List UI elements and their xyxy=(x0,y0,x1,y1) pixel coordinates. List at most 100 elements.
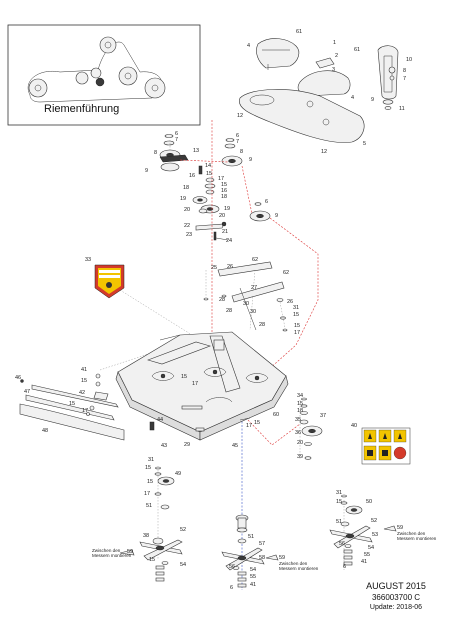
belt-routing-inset: Riemenführung xyxy=(7,24,201,126)
spindle-hardware-right xyxy=(299,397,323,460)
part-label-6b: 6 xyxy=(236,133,239,139)
idler-pulley-9 xyxy=(249,202,271,222)
part-label-41c: 41 xyxy=(361,559,367,565)
part-label-18c: 18 xyxy=(297,408,303,414)
part-label-8a: 8 xyxy=(403,68,406,74)
part-label-37: 37 xyxy=(320,413,326,419)
part-label-1: 1 xyxy=(333,40,336,46)
part-label-6e: 6 xyxy=(343,564,346,570)
part-label-9c: 9 xyxy=(249,157,252,163)
part-label-56b: 56 xyxy=(339,541,345,547)
part-label-53: 53 xyxy=(372,532,378,538)
spindle-center xyxy=(235,514,249,544)
part-label-12b: 12 xyxy=(321,149,327,155)
part-label-57: 57 xyxy=(259,541,265,547)
part-label-52a: 52 xyxy=(180,527,186,533)
side-rails xyxy=(19,373,125,441)
part-label-9b: 9 xyxy=(145,168,148,174)
part-label-23: 23 xyxy=(186,232,192,238)
spacer-59-left xyxy=(119,549,135,556)
warning-decal-33 xyxy=(94,264,125,299)
belt-covers xyxy=(239,38,399,143)
blade-set-left xyxy=(139,539,183,582)
spindle-left xyxy=(152,466,175,545)
part-label-50: 50 xyxy=(366,499,372,505)
part-label-8c: 8 xyxy=(240,149,243,155)
part-label-15i: 15 xyxy=(297,401,303,407)
part-label-35: 35 xyxy=(295,417,301,423)
part-label-13: 13 xyxy=(193,148,199,154)
part-label-18b: 18 xyxy=(221,194,227,200)
part-label-27: 27 xyxy=(251,285,257,291)
part-label-59c: 59 xyxy=(397,525,403,531)
mower-deck xyxy=(115,331,289,441)
part-label-33: 33 xyxy=(85,257,91,263)
part-label-31a: 31 xyxy=(293,305,299,311)
part-label-17d: 17 xyxy=(192,381,198,387)
part-label-44: 44 xyxy=(157,417,163,423)
part-label-20b: 20 xyxy=(219,213,225,219)
part-label-49: 49 xyxy=(175,471,181,477)
part-label-9a: 9 xyxy=(371,97,374,103)
part-label-45: 45 xyxy=(232,443,238,449)
part-label-15d: 15 xyxy=(294,323,300,329)
part-label-28b: 28 xyxy=(226,308,232,314)
part-label-39: 39 xyxy=(297,454,303,460)
part-label-41a: 41 xyxy=(81,367,87,373)
part-label-17f: 17 xyxy=(144,491,150,497)
part-label-22: 22 xyxy=(184,223,190,229)
part-label-15f: 15 xyxy=(69,401,75,407)
part-label-51c: 51 xyxy=(336,519,342,525)
inset-pulley-right xyxy=(118,66,138,86)
part-label-15m: 15 xyxy=(336,499,342,505)
part-label-43: 43 xyxy=(161,443,167,449)
part-label-14: 14 xyxy=(205,163,211,169)
part-label-42: 42 xyxy=(79,390,85,396)
part-label-62a: 62 xyxy=(252,257,258,263)
footer-date: AUGUST 2015 xyxy=(366,581,426,591)
part-label-20a: 20 xyxy=(184,207,190,213)
part-label-9d: 9 xyxy=(275,213,278,219)
part-label-17c: 17 xyxy=(82,408,88,414)
part-label-26a: 26 xyxy=(227,264,233,270)
part-label-20c: 20 xyxy=(297,440,303,446)
part-label-46: 46 xyxy=(15,375,21,381)
part-label-61b: 61 xyxy=(354,47,360,53)
part-label-15b: 15 xyxy=(221,182,227,188)
part-label-28c: 28 xyxy=(259,322,265,328)
part-label-11: 11 xyxy=(399,106,405,112)
part-label-15a: 15 xyxy=(206,171,212,177)
belt-path-lines xyxy=(99,120,345,590)
part-label-29: 29 xyxy=(184,442,190,448)
part-label-15j: 15 xyxy=(145,465,151,471)
part-label-54b: 54 xyxy=(250,567,256,573)
part-label-2: 2 xyxy=(335,53,338,59)
part-label-31b: 31 xyxy=(148,457,154,463)
part-label-19b: 19 xyxy=(224,206,230,212)
tensioner-assembly xyxy=(192,165,229,241)
part-label-4b: 4 xyxy=(351,95,354,101)
part-label-52b: 52 xyxy=(371,518,377,524)
part-label-31c: 31 xyxy=(336,490,342,496)
part-label-54c: 54 xyxy=(368,545,374,551)
part-label-59a: 59 xyxy=(127,549,133,555)
part-label-28a: 28 xyxy=(219,297,225,303)
part-label-7c: 7 xyxy=(236,139,239,145)
inset-title: Riemenführung xyxy=(44,103,119,115)
part-label-26b: 26 xyxy=(287,299,293,305)
part-label-38: 38 xyxy=(143,533,149,539)
part-label-15g: 15 xyxy=(181,374,187,380)
part-label-61a: 61 xyxy=(296,29,302,35)
spindle-right xyxy=(340,494,363,527)
footer-update: Update: 2018-06 xyxy=(370,604,422,611)
part-label-36: 36 xyxy=(295,430,301,436)
part-label-60: 60 xyxy=(273,412,279,418)
part-label-3: 3 xyxy=(332,67,335,73)
inset-pulley-left xyxy=(28,78,48,98)
part-label-6a: 6 xyxy=(175,131,178,137)
spacer-59-center xyxy=(265,554,279,561)
